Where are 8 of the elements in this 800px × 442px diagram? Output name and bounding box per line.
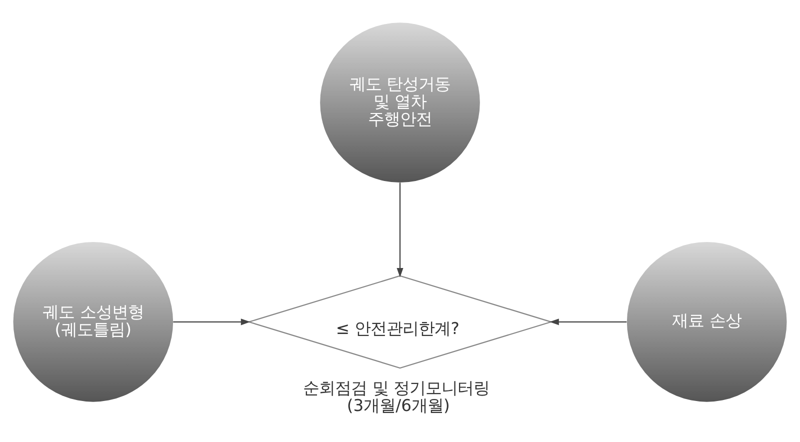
arrow — [173, 318, 250, 326]
node-circle: 궤도 탄성거동 및 열차 주행안전 — [320, 22, 480, 182]
arrow — [396, 182, 404, 278]
arrow — [550, 318, 627, 326]
node-label: 순회점검 및 정기모니터링 (3개월/6개월) — [303, 378, 490, 415]
node-circle: 궤도 소성변형 (궤도틀림) — [13, 242, 174, 402]
node-circle: 재료 손상 — [626, 242, 787, 402]
node-diamond: ≤ 안전관리한계? — [246, 275, 554, 369]
